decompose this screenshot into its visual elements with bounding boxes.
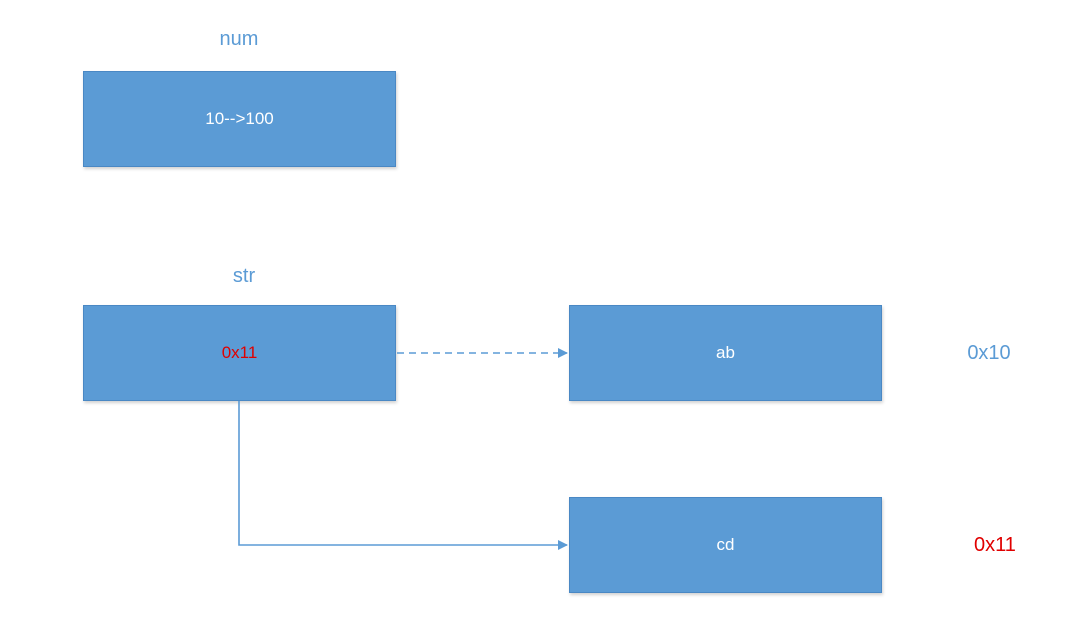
object-cd-box: cd (569, 497, 882, 593)
str-value: 0x11 (221, 343, 258, 362)
object-cd-content: cd (716, 535, 735, 554)
object-ab-content: ab (716, 343, 735, 362)
num-label: num (219, 28, 259, 50)
solid-arrow-str-to-cd (238, 401, 568, 550)
num-box: 10-->100 (83, 71, 396, 167)
str-label: str (232, 265, 256, 287)
object-cd-address: 0x11 (974, 534, 1016, 556)
object-ab-address: 0x10 (967, 342, 1011, 364)
object-ab-box: ab (569, 305, 882, 401)
num-value: 10-->100 (205, 109, 274, 128)
str-box: 0x11 (83, 305, 396, 401)
